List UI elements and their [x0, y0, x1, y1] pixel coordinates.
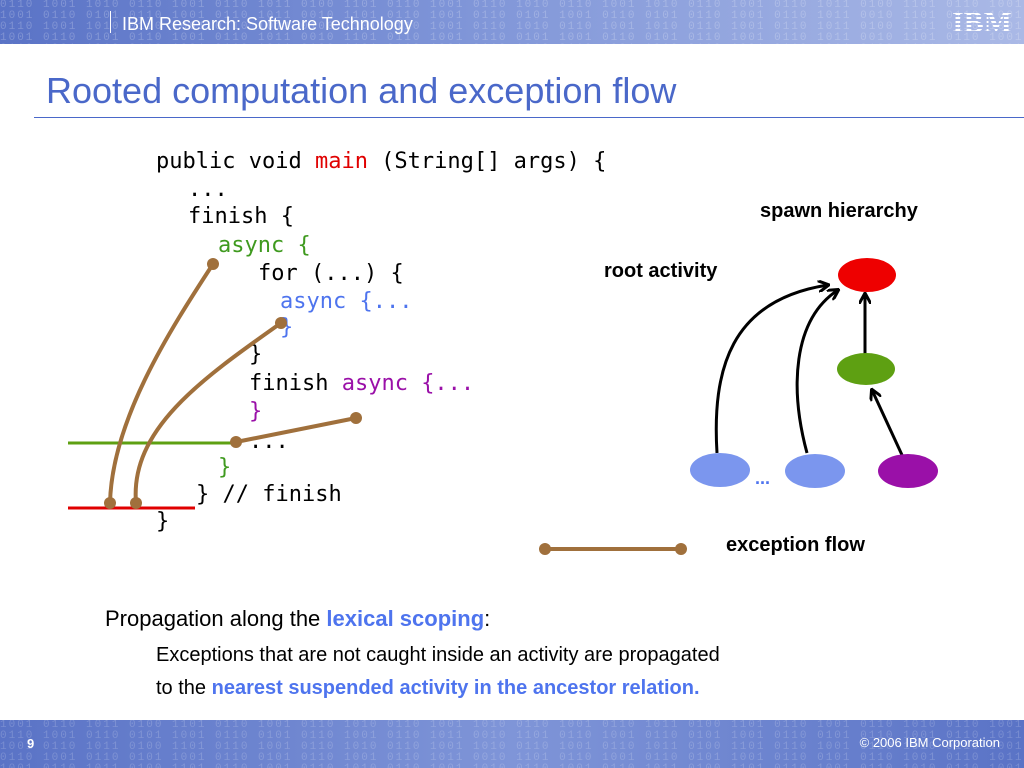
- code-text: finish: [249, 371, 342, 396]
- code-line-6: async {...: [280, 289, 413, 314]
- root-activity-label: root activity: [604, 260, 718, 282]
- slide-title: Rooted computation and exception flow: [46, 70, 677, 111]
- exception-flow-dot: [230, 436, 242, 448]
- nearest-activity-highlight: nearest suspended activity in the ancest…: [211, 677, 700, 699]
- legend-dot-left: [539, 543, 551, 555]
- exception-flow-dot: [207, 258, 219, 270]
- exception-flow-curve-2: [133, 321, 283, 504]
- footer-bar: 1001 0110 1011 0100 1101 0110 1001 0110 …: [0, 720, 1024, 768]
- code-main-keyword: main: [314, 149, 368, 174]
- spawn-arrow-2: [795, 290, 838, 454]
- ibm-logo-text: IBM: [952, 6, 1012, 37]
- spawn-arrow-4: [872, 390, 904, 456]
- exception-flow-label: exception flow: [726, 534, 865, 556]
- header-separator: [110, 11, 111, 33]
- code-line-10: }: [249, 399, 263, 424]
- code-line-13: } // finish: [196, 482, 342, 507]
- exception-flow-dot: [275, 317, 287, 329]
- green-activity-node: [837, 353, 895, 385]
- copyright-text: © 2006 IBM Corporation: [859, 735, 1000, 750]
- code-async-keyword: async {...: [341, 371, 475, 396]
- code-text: (String[] args) {: [367, 149, 607, 174]
- code-line-2: ...: [188, 177, 228, 202]
- exception-flow-line-3: [235, 416, 357, 444]
- blue-activity-node-1: [690, 453, 750, 487]
- purple-activity-node: [878, 454, 938, 488]
- footer-binary-pattern: 1001 0110 1011 0100 1101 0110 1001 0110 …: [0, 720, 1024, 768]
- exception-flow-dot: [350, 412, 362, 424]
- text-span: Propagation along the: [105, 606, 327, 631]
- text-span: to the: [156, 677, 212, 699]
- ibm-logo: IBM: [952, 6, 1012, 37]
- page-number: 9: [27, 736, 35, 751]
- code-line-12: }: [218, 455, 232, 480]
- code-line-4: async {: [218, 233, 311, 258]
- root-activity-node: [838, 258, 896, 292]
- title-divider: [34, 117, 1024, 118]
- code-line-3: finish {: [188, 204, 294, 229]
- lexical-scoping-highlight: lexical scoping: [326, 606, 485, 631]
- code-line-14: }: [156, 509, 170, 534]
- legend-dot-right: [675, 543, 687, 555]
- code-line-5: for (...) {: [258, 261, 404, 286]
- code-line-9: finish async {...: [249, 370, 474, 397]
- exception-flow-dot: [104, 497, 116, 509]
- code-text: public void: [156, 149, 315, 174]
- header-bar: 0110 1001 1010 0110 1001 0110 1011 0100 …: [0, 0, 1024, 44]
- exception-flow-curve-1: [108, 262, 215, 504]
- blue-activity-node-2: [785, 454, 845, 488]
- exception-flow-dot: [130, 497, 142, 509]
- spawn-hierarchy-label: spawn hierarchy: [760, 200, 918, 222]
- code-line-8: }: [249, 342, 263, 367]
- spawn-arrow-1: [714, 285, 828, 454]
- propagation-line-2: Exceptions that are not caught inside an…: [156, 644, 720, 666]
- propagation-heading: Propagation along the lexical scoping:: [105, 606, 490, 632]
- text-span: :: [484, 606, 491, 631]
- header-binary-pattern: 0110 1001 1010 0110 1001 0110 1011 0100 …: [0, 0, 1024, 44]
- header-title: IBM Research: Software Technology: [122, 14, 413, 34]
- propagation-line-3: to the nearest suspended activity in the…: [156, 677, 700, 700]
- ellipsis-label: ...: [755, 468, 771, 488]
- code-line-1: public void main (String[] args) {: [156, 148, 606, 175]
